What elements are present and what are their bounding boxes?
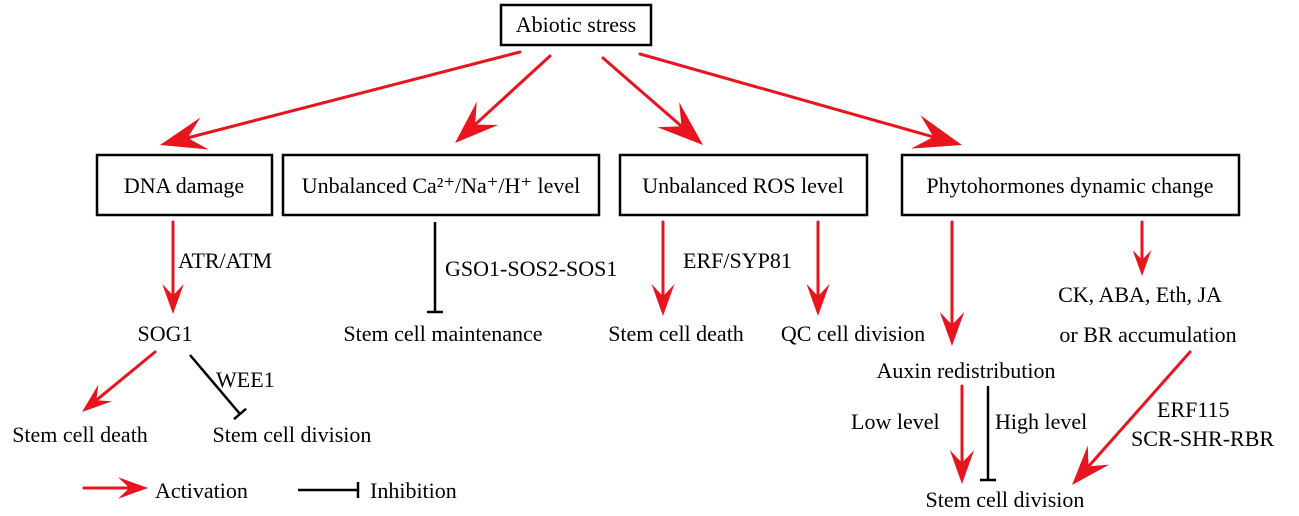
edge-abiotic-to-phyto [638, 52, 962, 149]
edge-abiotic-to-dna-damage-head [160, 117, 209, 150]
node-sog1: SOG1 [137, 321, 192, 346]
label-wee1: WEE1 [216, 367, 275, 392]
edge-sog1-inhibits-stem-division [189, 354, 247, 421]
legend-inhibition-line [298, 482, 360, 498]
edge-ion-inhibits-stem-maintenance [427, 222, 443, 314]
edge-auxin-low-to-stem-division [949, 384, 975, 484]
edge-phyto-to-auxin-head [939, 312, 965, 346]
edge-ros-to-qc-division-head [806, 284, 830, 316]
label-erf-syp81: ERF/SYP81 [683, 248, 792, 273]
node-stem-cell-maintenance: Stem cell maintenance [343, 321, 542, 346]
node-stem-cell-death-mid: Stem cell death [608, 321, 744, 346]
node-dna-damage: DNA damage [95, 153, 274, 217]
edge-phyto-to-hormones-head [1132, 250, 1152, 276]
node-stem-cell-division-right: Stem cell division [926, 487, 1085, 512]
node-abiotic-stress: Abiotic stress [499, 3, 653, 47]
edge-phyto-to-auxin [939, 220, 965, 346]
edge-abiotic-to-phyto-shaft [638, 52, 935, 139]
edge-hormones-to-stem-division-head [1072, 445, 1110, 485]
label-erf115: ERF115 [1157, 397, 1230, 422]
edge-abiotic-to-dna-damage [160, 50, 522, 150]
edge-abiotic-to-ion-shaft [473, 54, 552, 127]
edge-ros-to-qc-division [806, 220, 830, 316]
node-unbalanced-ros: Unbalanced ROS level [618, 153, 869, 217]
edge-phyto-to-hormones [1132, 220, 1152, 276]
edge-auxin-high-inhibits-stem-division [980, 386, 996, 482]
edge-ros-to-stem-death-head [651, 284, 675, 316]
edge-ros-to-stem-death [651, 220, 675, 316]
edge-hormones-to-stem-division [1072, 350, 1192, 485]
node-unbalanced-ion-label: Unbalanced Ca²⁺/Na⁺/H⁺ level [302, 173, 580, 198]
node-unbalanced-ros-label: Unbalanced ROS level [642, 173, 844, 198]
edge-sog1-to-stem-death-head [82, 384, 112, 412]
edge-sog1-inhibits-stem-division-bar [233, 407, 247, 421]
legend-activation-arrow-head [118, 477, 148, 499]
edge-abiotic-to-ion-head [455, 101, 499, 143]
node-hormone-accumulation: or BR accumulation [1059, 322, 1236, 347]
node-abiotic-stress-label: Abiotic stress [516, 12, 636, 37]
edge-sog1-to-stem-death [82, 350, 157, 412]
label-high-level: High level [995, 409, 1087, 434]
edge-abiotic-to-ros-head [657, 102, 703, 145]
edge-sog1-inhibits-stem-division-shaft [189, 354, 241, 415]
edge-auxin-low-to-stem-division-head [949, 450, 975, 484]
node-qc-cell-division: QC cell division [781, 321, 925, 346]
node-stem-cell-division-left: Stem cell division [213, 422, 372, 447]
label-scr-shr-rbr: SCR-SHR-RBR [1131, 426, 1274, 451]
node-auxin-redistribution: Auxin redistribution [876, 358, 1055, 383]
edge-abiotic-to-ion [455, 54, 552, 143]
edge-dna-to-sog1 [162, 220, 184, 314]
edge-abiotic-to-phyto-head [911, 115, 962, 149]
legend-activation-arrow [82, 477, 148, 499]
edge-abiotic-to-ros [601, 56, 703, 145]
node-phytohormones-label: Phytohormones dynamic change [926, 173, 1213, 198]
node-phytohormones: Phytohormones dynamic change [900, 153, 1241, 217]
edge-dna-to-sog1-head [162, 284, 184, 314]
node-hormone-list: CK, ABA, Eth, JA [1058, 282, 1222, 307]
label-gso1-sos2-sos1: GSO1-SOS2-SOS1 [445, 256, 617, 281]
node-stem-cell-death-left: Stem cell death [12, 422, 148, 447]
node-dna-damage-label: DNA damage [124, 173, 244, 198]
edge-abiotic-to-dna-damage-shaft [186, 50, 522, 140]
legend-inhibition-label: Inhibition [370, 478, 457, 503]
edge-layer [82, 50, 1192, 499]
legend-activation-label: Activation [155, 478, 248, 503]
edge-hormones-to-stem-division-shaft [1086, 350, 1192, 468]
edge-abiotic-to-ros-shaft [601, 56, 683, 128]
label-low-level: Low level [851, 409, 940, 434]
edge-sog1-to-stem-death-shaft [94, 350, 157, 402]
node-unbalanced-ion: Unbalanced Ca²⁺/Na⁺/H⁺ level [281, 153, 601, 217]
label-atr-atm: ATR/ATM [178, 248, 272, 273]
